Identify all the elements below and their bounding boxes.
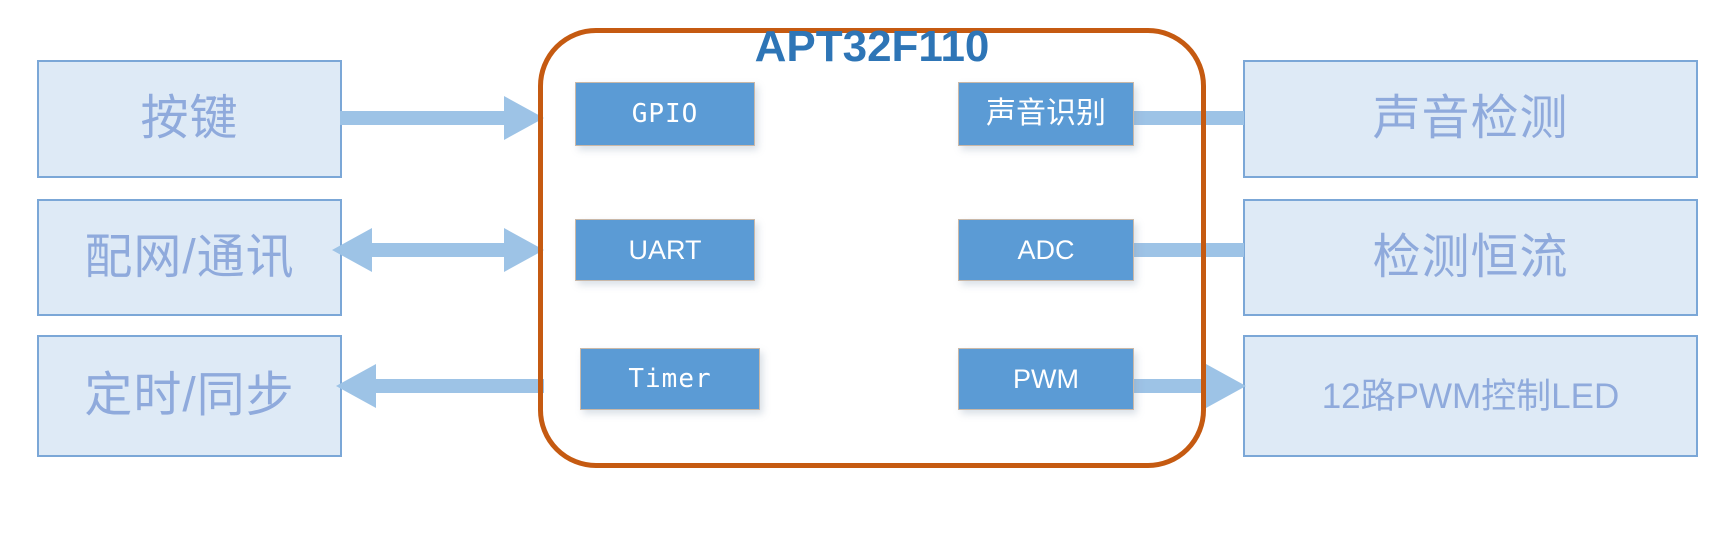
peripheral-label-pwm-led: 12路PWM控制LED xyxy=(1321,376,1620,416)
arrow-pwm-to-led xyxy=(1090,364,1246,408)
peripheral-box-network[interactable]: 配网/通讯 xyxy=(37,199,342,316)
module-block-timer[interactable]: Timer xyxy=(580,348,760,410)
arrow-network-uart-bidirectional xyxy=(332,228,544,272)
peripheral-label-key: 按键 xyxy=(140,92,239,145)
module-label-uart: UART xyxy=(628,234,702,265)
module-label-pwm: PWM xyxy=(1013,363,1079,394)
module-label-gpio: GPIO xyxy=(631,99,699,129)
peripheral-box-timing-sync[interactable]: 定时/同步 xyxy=(37,335,342,457)
peripheral-label-sound-detect: 声音检测 xyxy=(1372,92,1569,145)
peripheral-label-timing-sync: 定时/同步 xyxy=(84,369,295,422)
module-block-uart[interactable]: UART xyxy=(575,219,755,281)
peripheral-label-constant-current: 检测恒流 xyxy=(1372,230,1569,284)
mcu-chip-outline xyxy=(538,28,1206,468)
arrow-timer-to-sync xyxy=(336,364,544,408)
module-block-pwm[interactable]: PWM xyxy=(958,348,1134,410)
module-block-voice-recognition[interactable]: 声音识别 xyxy=(958,82,1134,146)
module-block-gpio[interactable]: GPIO xyxy=(575,82,755,146)
module-label-timer: Timer xyxy=(628,364,712,394)
peripheral-label-network: 配网/通讯 xyxy=(84,230,295,284)
peripheral-box-constant-current[interactable]: 检测恒流 xyxy=(1243,199,1698,316)
peripheral-box-key[interactable]: 按键 xyxy=(37,60,342,178)
arrow-key-to-gpio xyxy=(340,96,544,140)
module-label-voice-recognition: 声音识别 xyxy=(986,97,1106,130)
module-label-adc: ADC xyxy=(1017,234,1075,265)
chip-title: APT32F110 xyxy=(754,22,990,71)
peripheral-box-pwm-led[interactable]: 12路PWM控制LED xyxy=(1243,335,1698,457)
peripheral-box-sound-detect[interactable]: 声音检测 xyxy=(1243,60,1698,178)
module-block-adc[interactable]: ADC xyxy=(958,219,1134,281)
